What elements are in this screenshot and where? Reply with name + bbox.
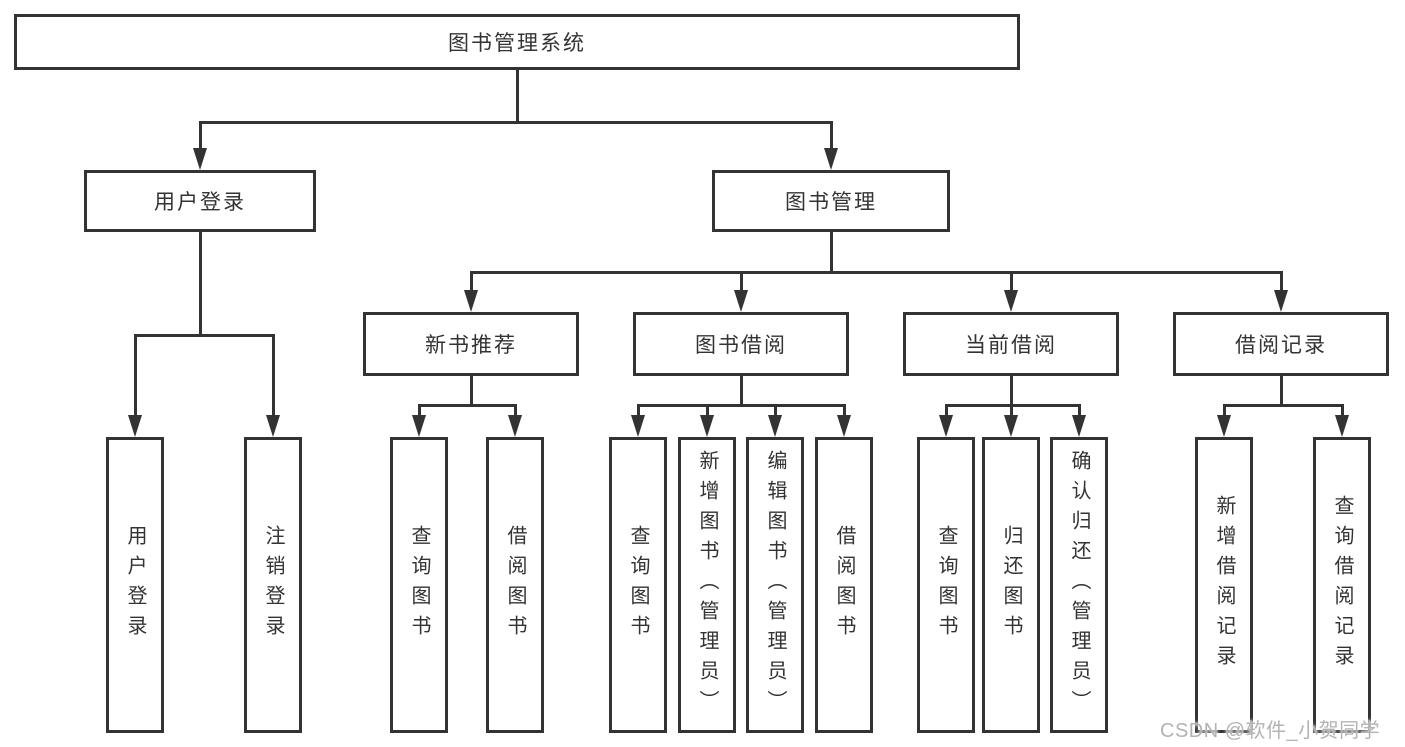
- connector-user-login-rail: [133, 333, 275, 337]
- node-library-system: 图书管理系统: [14, 14, 1020, 70]
- arrowhead-to-new-book-recommend: [464, 290, 478, 312]
- connector-to-book-management: [829, 121, 833, 149]
- node-user-login-label: 用户登录: [154, 191, 246, 214]
- node-new-book-recommend-label: 新书推荐: [425, 334, 517, 357]
- connector-leaf-drop: [513, 404, 517, 416]
- node-book-borrow-label: 图书借阅: [695, 334, 787, 357]
- connector-leaf-drop: [842, 404, 846, 416]
- connector-root-rail: [198, 120, 833, 124]
- connector-leaf-drop: [1222, 404, 1226, 416]
- leaf-return-books: 归还图书: [982, 437, 1040, 733]
- leaf-query-books-borrow-label: 查询图书: [627, 525, 649, 645]
- connector-book-borrow-stem: [739, 376, 743, 406]
- leaf-user-login: 用户登录: [106, 437, 164, 733]
- node-current-borrow: 当前借阅: [903, 312, 1119, 376]
- leaf-query-books-current: 查询图书: [917, 437, 975, 733]
- leaf-user-login-label: 用户登录: [124, 525, 146, 645]
- leaf-query-books-borrow: 查询图书: [609, 437, 667, 733]
- arrowhead-leaf: [1004, 415, 1018, 437]
- node-new-book-recommend: 新书推荐: [363, 312, 579, 376]
- arrowhead-leaf: [1072, 415, 1086, 437]
- leaf-borrow-books-recommend-label: 借阅图书: [504, 525, 526, 645]
- leaf-add-books-admin: 新增图书（管理员）: [678, 437, 736, 733]
- connector-new-book-recommend-rail: [417, 403, 517, 407]
- connector-user-login-stem: [198, 232, 202, 335]
- connector-borrow-record-stem: [1279, 376, 1283, 406]
- leaf-add-borrow-record: 新增借阅记录: [1195, 437, 1253, 733]
- arrowhead-leaf: [412, 415, 426, 437]
- connector-current-borrow-rail: [944, 403, 1081, 407]
- leaf-edit-books-admin-label: 编辑图书（管理员）: [764, 450, 786, 720]
- leaf-confirm-return-admin-label: 确认归还（管理员）: [1068, 450, 1090, 720]
- arrowhead-leaf: [700, 415, 714, 437]
- leaf-query-books-recommend: 查询图书: [390, 437, 448, 733]
- connector-leaf-drop: [1340, 404, 1344, 416]
- node-library-system-label: 图书管理系统: [448, 32, 586, 55]
- arrowhead-to-user-login: [193, 148, 207, 170]
- arrowhead-to-leaf-login: [128, 415, 142, 437]
- node-book-borrow: 图书借阅: [633, 312, 849, 376]
- connector-leaf-drop: [1009, 404, 1013, 416]
- leaf-logout-label: 注销登录: [262, 525, 284, 645]
- node-book-management: 图书管理: [712, 170, 950, 232]
- connector-to-leaf-login: [133, 334, 137, 415]
- node-book-management-label: 图书管理: [785, 191, 877, 214]
- arrowhead-to-book-management: [824, 148, 838, 170]
- leaf-add-borrow-record-label: 新增借阅记录: [1213, 495, 1235, 675]
- connector-leaf-drop: [773, 404, 777, 416]
- connector-leaf-drop: [417, 404, 421, 416]
- connector-book-borrow-rail: [636, 403, 846, 407]
- csdn-watermark: CSDN @软件_小贺同学: [1160, 720, 1381, 742]
- arrowhead-leaf: [768, 415, 782, 437]
- arrowhead-leaf: [631, 415, 645, 437]
- node-current-borrow-label: 当前借阅: [965, 334, 1057, 357]
- arrowhead-leaf: [837, 415, 851, 437]
- connector-leaf-drop: [1077, 404, 1081, 416]
- arrowhead-to-current-borrow: [1004, 290, 1018, 312]
- connector-to-user-login: [198, 121, 202, 149]
- connector-leaf-drop: [944, 404, 948, 416]
- arrowhead-to-borrow-record: [1274, 290, 1288, 312]
- leaf-return-books-label: 归还图书: [1000, 525, 1022, 645]
- connector-level3-rail: [469, 270, 1283, 274]
- leaf-confirm-return-admin: 确认归还（管理员）: [1050, 437, 1108, 733]
- arrowhead-leaf: [939, 415, 953, 437]
- leaf-borrow-books-recommend: 借阅图书: [486, 437, 544, 733]
- leaf-query-books-current-label: 查询图书: [935, 525, 957, 645]
- arrowhead-leaf: [508, 415, 522, 437]
- arrowhead-leaf: [1335, 415, 1349, 437]
- connector-current-borrow-stem: [1009, 376, 1013, 406]
- leaf-query-borrow-record: 查询借阅记录: [1313, 437, 1371, 733]
- connector-to-borrow-record: [1279, 271, 1283, 291]
- node-user-login: 用户登录: [84, 170, 316, 232]
- leaf-borrow-books: 借阅图书: [815, 437, 873, 733]
- node-borrow-record: 借阅记录: [1173, 312, 1389, 376]
- leaf-query-borrow-record-label: 查询借阅记录: [1331, 495, 1353, 675]
- connector-borrow-record-rail: [1222, 403, 1344, 407]
- connector-to-leaf-logout: [271, 334, 275, 415]
- connector-leaf-drop: [705, 404, 709, 416]
- arrowhead-leaf: [1217, 415, 1231, 437]
- node-borrow-record-label: 借阅记录: [1235, 334, 1327, 357]
- connector-to-book-borrow: [739, 271, 743, 291]
- leaf-add-books-admin-label: 新增图书（管理员）: [696, 450, 718, 720]
- arrowhead-to-leaf-logout: [266, 415, 280, 437]
- arrowhead-to-book-borrow: [734, 290, 748, 312]
- connector-to-new-book-recommend: [469, 271, 473, 291]
- leaf-query-books-recommend-label: 查询图书: [408, 525, 430, 645]
- leaf-edit-books-admin: 编辑图书（管理员）: [746, 437, 804, 733]
- leaf-borrow-books-label: 借阅图书: [833, 525, 855, 645]
- leaf-logout: 注销登录: [244, 437, 302, 733]
- connector-to-current-borrow: [1009, 271, 1013, 291]
- connector-root-stem: [515, 70, 519, 123]
- connector-leaf-drop: [636, 404, 640, 416]
- connector-new-book-recommend-stem: [469, 376, 473, 406]
- connector-book-management-stem: [829, 232, 833, 272]
